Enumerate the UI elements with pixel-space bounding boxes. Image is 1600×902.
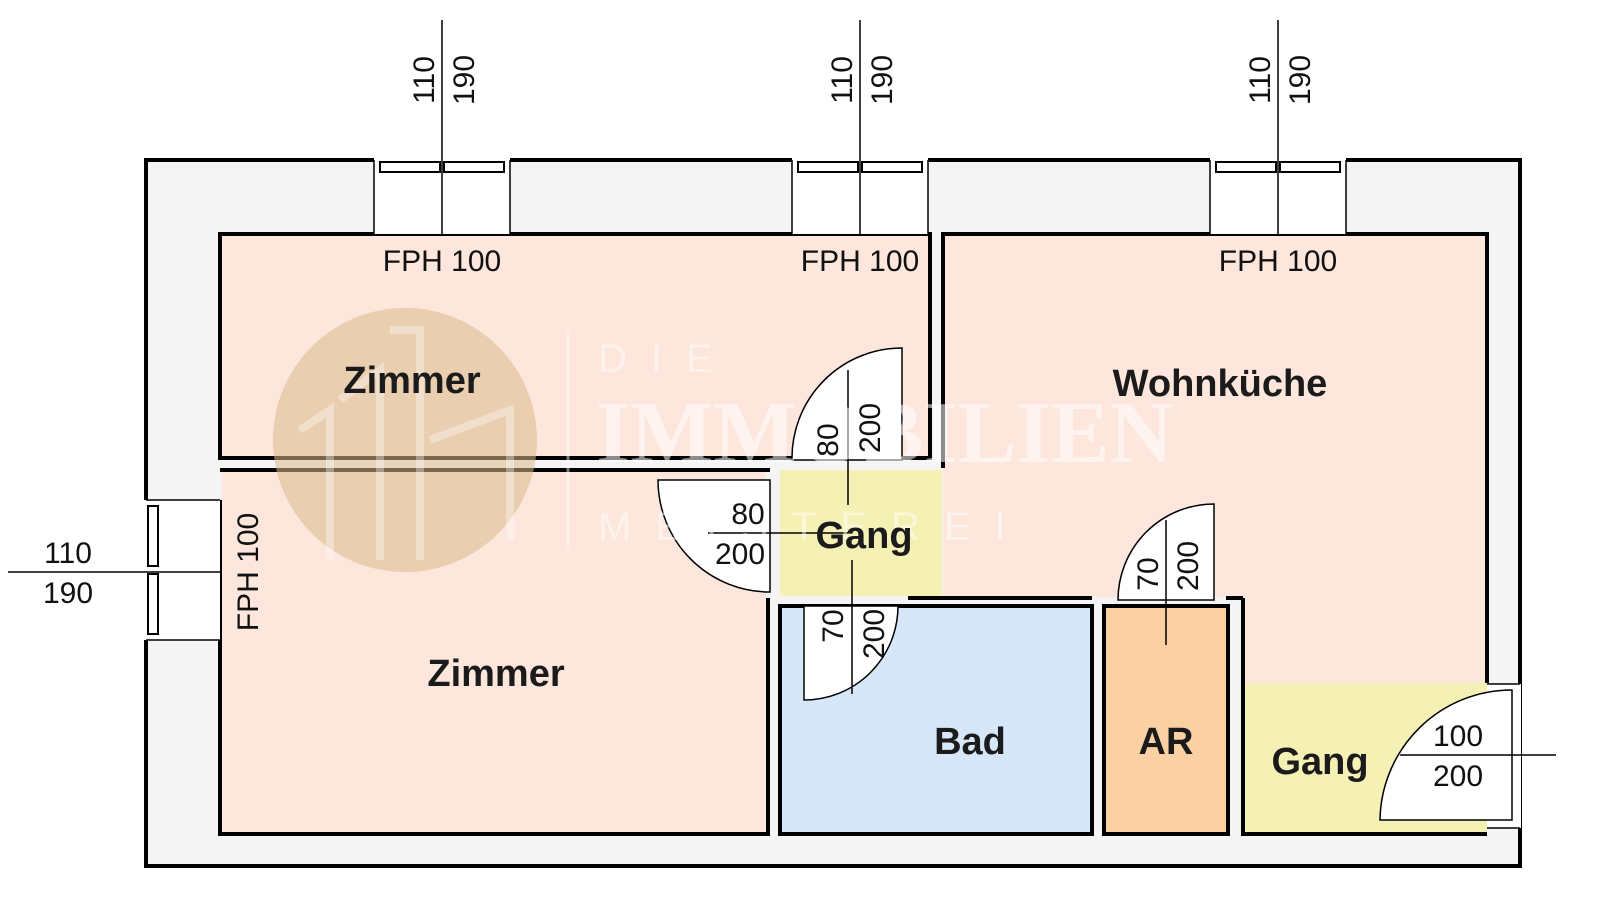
window-left	[8, 499, 220, 641]
watermark-line2: IMMOBILIEN	[596, 385, 1173, 482]
window-top-3-width: 110	[1244, 56, 1277, 104]
window-left-width: 110	[44, 537, 92, 570]
door-entrance-width: 100	[1433, 720, 1483, 753]
door-zimmer-bottom	[657, 479, 848, 593]
door-bad	[803, 560, 899, 701]
label-ar: AR	[1139, 721, 1194, 763]
watermark-line3: MEISTEREI	[598, 505, 1030, 549]
label-wohnkueche: Wohnküche	[1113, 363, 1328, 405]
watermark-logo	[273, 308, 537, 572]
window-top-2	[791, 20, 929, 234]
label-gang-right: Gang	[1271, 741, 1368, 783]
door-entrance	[1379, 689, 1556, 821]
window-top-1-width: 110	[408, 56, 441, 104]
window-top-3-height: 190	[1284, 55, 1317, 105]
window-left-fph: FPH 100	[232, 513, 265, 631]
window-top-1-height: 190	[448, 55, 481, 105]
outline-gang-right	[1241, 598, 1487, 836]
door-zimmer-top-width: 80	[812, 423, 845, 456]
window-top-1	[373, 20, 511, 234]
label-zimmer-bottom: Zimmer	[427, 653, 564, 695]
door-ar	[1117, 503, 1215, 645]
door-ar-height: 200	[1172, 541, 1205, 591]
window-left-height: 190	[43, 577, 93, 610]
label-bad: Bad	[934, 721, 1006, 763]
door-bad-width: 70	[817, 609, 850, 642]
window-top-1-fph: FPH 100	[383, 245, 501, 278]
label-zimmer-top: Zimmer	[343, 360, 480, 402]
door-zimmer-top	[791, 347, 903, 505]
door-zimmer-bottom-width: 80	[731, 498, 764, 531]
outline-bad	[778, 604, 1094, 836]
room-wohnkueche	[943, 236, 1487, 683]
window-top-3	[1209, 20, 1347, 234]
watermark-line1: DIE	[598, 337, 737, 381]
outline-zimmer-top	[218, 232, 932, 460]
door-zimmer-bottom-height: 200	[715, 538, 765, 571]
window-top-3-fph: FPH 100	[1219, 245, 1337, 278]
watermark: DIE IMMOBILIEN MEISTEREI	[273, 308, 1173, 572]
window-top-2-height: 190	[866, 55, 899, 105]
door-ar-width: 70	[1132, 557, 1165, 590]
window-top-2-fph: FPH 100	[801, 245, 919, 278]
window-top-2-width: 110	[826, 56, 859, 104]
label-gang-center: Gang	[815, 515, 912, 557]
door-zimmer-top-height: 200	[854, 403, 887, 453]
outline-zimmer-bottom	[218, 500, 770, 836]
door-entrance-height: 200	[1433, 760, 1483, 793]
door-bad-height: 200	[858, 609, 891, 659]
